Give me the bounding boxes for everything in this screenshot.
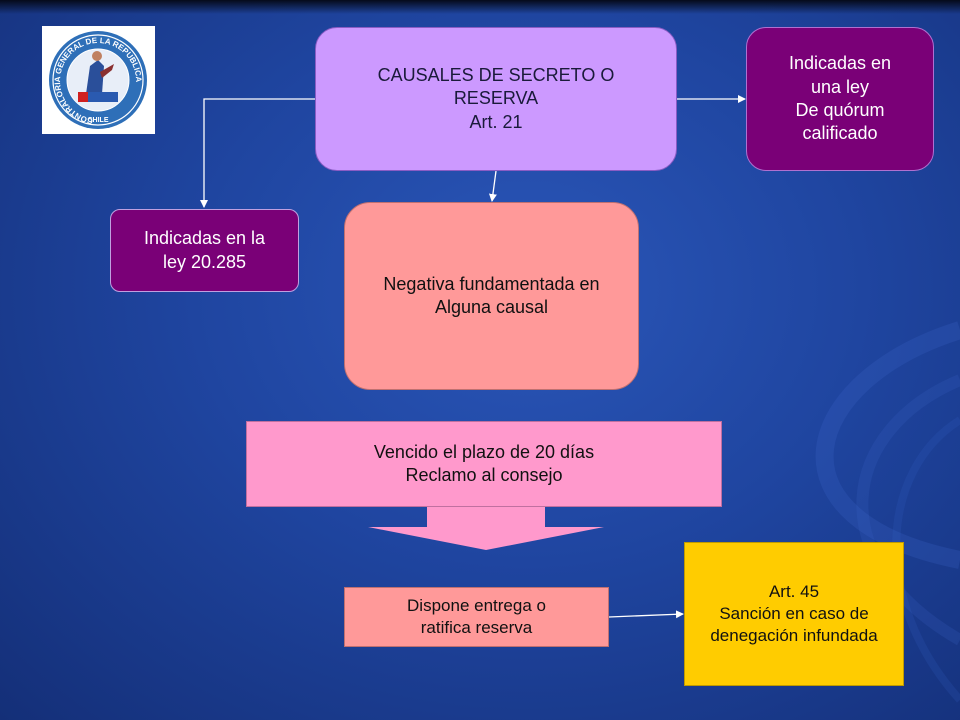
vencido-node: Vencido el plazo de 20 días Reclamo al c… — [246, 421, 722, 507]
causales-line-3: Art. 21 — [469, 111, 523, 132]
art45-line-3: denegación infundada — [710, 626, 878, 646]
quorum-node: Indicadas en una ley De quórum calificad… — [746, 27, 934, 171]
vencido-line-2: Reclamo al consejo — [405, 465, 563, 485]
ley20285-line-2: ley 20.285 — [162, 251, 247, 272]
art45-line-1: Art. 45 — [768, 581, 820, 601]
quorum-line-3: De quórum — [795, 100, 885, 120]
arrow-to-art45 — [608, 610, 684, 619]
negativa-node: Negativa fundamentada en Alguna causal — [344, 202, 639, 390]
ley20285-line-1: Indicadas en la — [143, 228, 266, 249]
dispone-line-2: ratifica reserva — [420, 618, 533, 637]
negativa-line-2: Alguna causal — [434, 297, 549, 317]
dispone-line-1: Dispone entrega o — [407, 595, 546, 615]
causales-line-2: RESERVA — [453, 88, 539, 109]
causales-line-1: CAUSALES DE SECRETO O — [377, 64, 615, 85]
big-down-arrow — [368, 507, 604, 550]
dispone-node: Dispone entrega o ratifica reserva — [344, 587, 609, 647]
vencido-line-1: Vencido el plazo de 20 días — [373, 441, 595, 462]
logo-country-text: CHILE — [88, 117, 109, 124]
arrow-to-negativa — [488, 170, 497, 202]
quorum-line-2: una ley — [810, 76, 870, 97]
quorum-line-4: calificado — [802, 123, 878, 144]
negativa-line-1: Negativa fundamentada en — [383, 273, 600, 294]
top-dark-band — [0, 0, 960, 14]
arrow-to-ley20285 — [200, 98, 315, 208]
art45-line-2: Sanción en caso de — [719, 603, 869, 623]
quorum-line-1: Indicadas en — [788, 53, 892, 74]
causales-node: CAUSALES DE SECRETO O RESERVA Art. 21 — [315, 27, 677, 171]
ley20285-node: Indicadas en la ley 20.285 — [110, 209, 299, 292]
art45-node: Art. 45 Sanción en caso de denegación in… — [684, 542, 904, 686]
contraloria-logo: CONTRALORIA GENERAL DE LA REPUBLICA CHIL… — [42, 26, 155, 134]
